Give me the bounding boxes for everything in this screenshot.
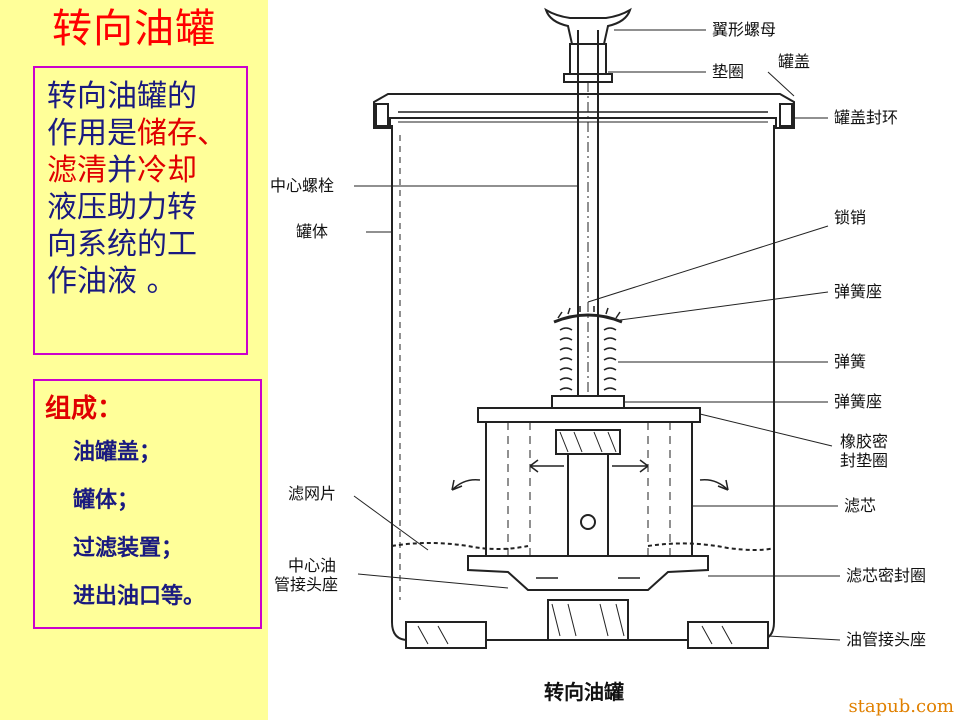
- right-fitting: [687, 621, 769, 649]
- reservoir-diagram: 翼形螺母 垫圈 罐盖 罐盖封环 中心螺栓 罐体 锁销 弹簧座 弹簧 弹簧座 橡胶…: [268, 0, 960, 720]
- label-spring-seat-bottom: 弹簧座: [834, 392, 883, 411]
- label-center-oil-line: 中心油: [288, 556, 337, 575]
- center-tube-top: [555, 429, 621, 455]
- desc-line-1: 转向油罐的: [47, 79, 197, 114]
- desc-line-6: 作油液 。: [47, 264, 177, 299]
- label-tank-body: 罐体: [296, 222, 329, 241]
- label-spring: 弹簧: [834, 352, 867, 371]
- filter-top-plate: [477, 407, 701, 423]
- composition-title: 组成：: [45, 394, 124, 424]
- filter-screen: [391, 542, 775, 551]
- cap-seal-right: [779, 103, 793, 127]
- label-lock-pin: 锁销: [834, 208, 867, 227]
- center-fitting: [547, 599, 629, 641]
- label-cap: 罐盖: [778, 52, 811, 71]
- desc-line-2: 作用是储存、: [47, 115, 246, 152]
- wing-nut-body: [569, 43, 607, 75]
- label-cap-seal: 罐盖封环: [834, 108, 899, 127]
- left-fitting: [405, 621, 487, 649]
- label-gasket: 垫圈: [712, 62, 745, 81]
- composition-box: 组成： 油罐盖； 罐体； 过滤装置； 进出油口等。: [33, 379, 262, 629]
- label-rubber-seal: 橡胶密 封垫圈: [840, 432, 910, 470]
- composition-item: 过滤装置；: [73, 536, 184, 561]
- desc-highlight-cool: 冷却: [137, 153, 197, 188]
- desc-line-3: 滤清并冷却: [47, 152, 246, 189]
- filter-base: [467, 555, 709, 591]
- label-core-seal: 滤芯密封圈: [846, 566, 927, 585]
- page-title: 转向油罐: [52, 6, 216, 52]
- cap-seal-left: [375, 103, 389, 127]
- desc-text-run: 作用是: [47, 116, 137, 151]
- label-rubber-seal-line: 橡胶密: [840, 432, 889, 451]
- label-center-oil-seat: 中心油 管接头座: [274, 556, 358, 594]
- label-rubber-seal-line: 封垫圈: [840, 451, 889, 470]
- label-wing-nut: 翼形螺母: [712, 20, 777, 39]
- watermark: stapub.com: [848, 696, 954, 717]
- label-center-oil-line: 管接头座: [274, 575, 339, 594]
- leader-lines: [353, 29, 841, 641]
- wing-nut: [544, 7, 632, 46]
- desc-text-run: 并: [107, 153, 137, 188]
- diagram-caption: 转向油罐: [544, 680, 624, 704]
- label-center-bolt: 中心螺栓: [270, 176, 335, 195]
- desc-line-4: 液压助力转: [47, 190, 197, 225]
- composition-item: 罐体；: [73, 488, 140, 513]
- desc-highlight-store: 储存、: [137, 116, 227, 151]
- left-panel: 转向油罐 转向油罐的 作用是储存、 滤清并冷却 液压助力转 向系统的工 作油液 …: [0, 0, 268, 720]
- label-spring-seat-top: 弹簧座: [834, 282, 883, 301]
- desc-highlight-filter: 滤清: [47, 153, 107, 188]
- composition-item: 油罐盖；: [73, 440, 162, 465]
- tank-cap: [373, 93, 795, 129]
- composition-item: 进出油口等。: [73, 584, 206, 609]
- description-box: 转向油罐的 作用是储存、 滤清并冷却 液压助力转 向系统的工 作油液 。: [33, 66, 248, 355]
- description-text: 转向油罐的 作用是储存、 滤清并冷却 液压助力转 向系统的工 作油液 。: [47, 78, 246, 300]
- gasket: [563, 73, 613, 83]
- label-filter-core: 滤芯: [844, 496, 877, 515]
- spring-coils: [559, 327, 617, 391]
- desc-line-5: 向系统的工: [47, 227, 197, 262]
- reservoir-drawing: [353, 7, 841, 649]
- label-oil-pipe-seat: 油管接头座: [846, 630, 927, 649]
- label-filter-screen: 滤网片: [288, 484, 337, 503]
